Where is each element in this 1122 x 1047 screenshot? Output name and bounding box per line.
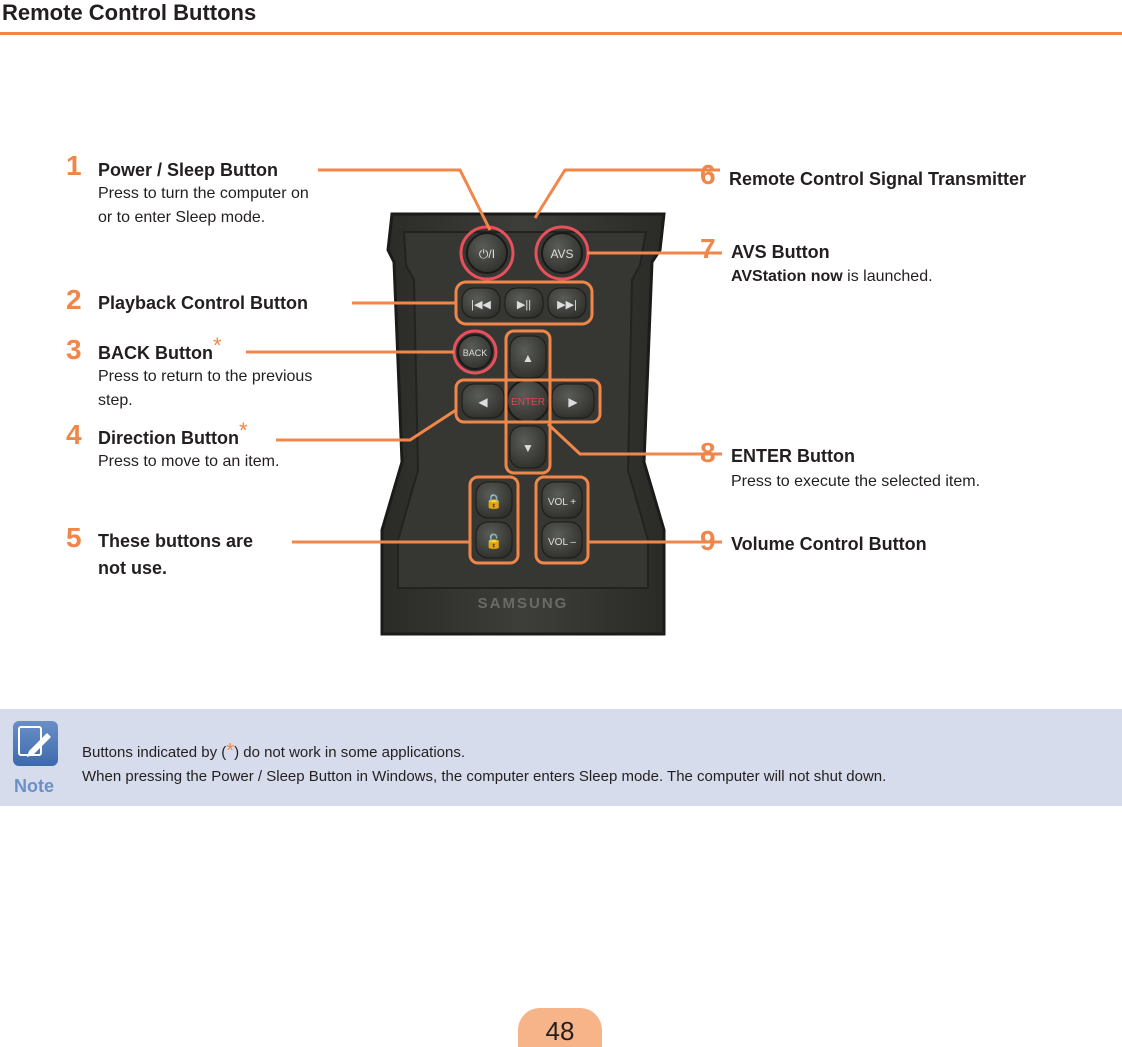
callout-9-title: Volume Control Button — [731, 534, 927, 554]
title-rule — [0, 32, 1122, 35]
svg-text:🔓: 🔓 — [485, 533, 502, 550]
power-button — [466, 232, 508, 274]
svg-text:▶: ▶ — [568, 395, 578, 409]
left-button — [461, 383, 505, 419]
brand-logo: SAMSUNG — [478, 595, 569, 612]
callout-7-desc: AVStation now is launched. — [731, 266, 933, 288]
callout-4-number: 4 — [66, 419, 82, 450]
note-band — [0, 709, 1122, 806]
svg-text:|◀◀: |◀◀ — [471, 299, 491, 311]
callout-3-title: BACK Button* — [98, 335, 222, 364]
callout-4-desc-1: Press to move to an item. — [98, 453, 280, 470]
note-line-1-post: ) do not work in some applications. — [234, 744, 466, 761]
callout-8-title: ENTER Button — [731, 446, 855, 466]
up-button — [509, 335, 547, 379]
vol-up-button — [541, 481, 583, 519]
page-number: 48 — [545, 1016, 575, 1046]
callout-7-desc-rest: is launched. — [842, 268, 933, 285]
play-pause-button — [504, 287, 544, 319]
svg-text:AVS: AVS — [550, 247, 573, 261]
callout-5-number: 5 — [66, 522, 82, 553]
callout-6-title: Remote Control Signal Transmitter — [729, 169, 1027, 189]
down-button — [509, 425, 547, 469]
next-button — [547, 287, 587, 319]
callout-2-number: 2 — [66, 284, 82, 315]
callout-3-desc-2: step. — [98, 392, 133, 409]
note-line-2: When pressing the Power / Sleep Button i… — [82, 768, 887, 785]
callout-3-number: 3 — [66, 334, 82, 365]
callout-3-star: * — [212, 333, 222, 358]
svg-text:▼: ▼ — [522, 441, 534, 455]
right-button — [551, 383, 595, 419]
callout-7-number: 7 — [700, 233, 716, 264]
svg-text:ENTER: ENTER — [511, 397, 545, 408]
svg-text:▶||: ▶|| — [517, 299, 531, 311]
callout-1-desc-2: or to enter Sleep mode. — [98, 209, 266, 226]
prev-button — [461, 287, 501, 319]
callout-1-title: Power / Sleep Button — [98, 160, 279, 180]
svg-text:▶▶|: ▶▶| — [557, 299, 577, 311]
callout-1-desc-1: Press to turn the computer on — [98, 185, 309, 202]
callout-6-number: 6 — [700, 159, 716, 190]
svg-text:⏻/I: ⏻/I — [479, 247, 495, 261]
note-label: Note — [14, 776, 54, 796]
remote-body: SAMSUNG — [380, 212, 666, 636]
callout-8-number: 8 — [700, 437, 716, 468]
callout-9-number: 9 — [700, 525, 716, 556]
note-star: * — [226, 740, 235, 762]
svg-text:◀: ◀ — [478, 395, 488, 409]
note-line-1: Buttons indicated by (*) do not work in … — [82, 740, 465, 763]
back-button — [457, 334, 493, 370]
vol-down-button — [541, 521, 583, 559]
callout-4-star: * — [239, 418, 248, 443]
svg-text:VOL +: VOL + — [548, 497, 576, 508]
avs-button — [541, 232, 583, 274]
leader-lines — [246, 168, 722, 544]
svg-text:VOL –: VOL – — [548, 537, 576, 548]
callout-4-title-text: Direction Button — [98, 428, 239, 448]
svg-text:▲: ▲ — [522, 351, 534, 365]
callout-3-desc-1: Press to return to the previous — [98, 368, 313, 385]
remote-illustration: SAMSUNG ⏻/I AVS |◀◀ ▶|| ▶▶| BACK ▲ ◀ ENT… — [246, 168, 722, 636]
page-title: Remote Control Buttons — [2, 0, 257, 25]
callout-7-desc-bold: AVStation now — [731, 268, 843, 285]
callout-2-title: Playback Control Button — [98, 293, 309, 313]
callout-5-title-2: not use. — [98, 558, 168, 578]
highlight-vol — [534, 475, 590, 565]
svg-text:🔒: 🔒 — [485, 493, 502, 510]
highlight-leftright — [454, 378, 602, 424]
note-pencil-icon — [13, 721, 58, 766]
callout-4-title: Direction Button* — [98, 420, 248, 449]
highlight-updown — [504, 329, 552, 475]
callout-3-title-text: BACK Button — [98, 343, 213, 363]
page-number-tab — [518, 1008, 602, 1047]
callout-7-title: AVS Button — [731, 242, 830, 262]
svg-text:BACK: BACK — [463, 348, 488, 358]
note-line-1-pre: Buttons indicated by ( — [82, 744, 227, 761]
unlock-button — [475, 521, 513, 559]
highlight-lock — [468, 475, 520, 565]
lock-button — [475, 481, 513, 519]
callout-1-number: 1 — [66, 150, 82, 181]
callout-8-desc: Press to execute the selected item. — [731, 473, 981, 490]
callout-5-title-1: These buttons are — [98, 531, 254, 551]
